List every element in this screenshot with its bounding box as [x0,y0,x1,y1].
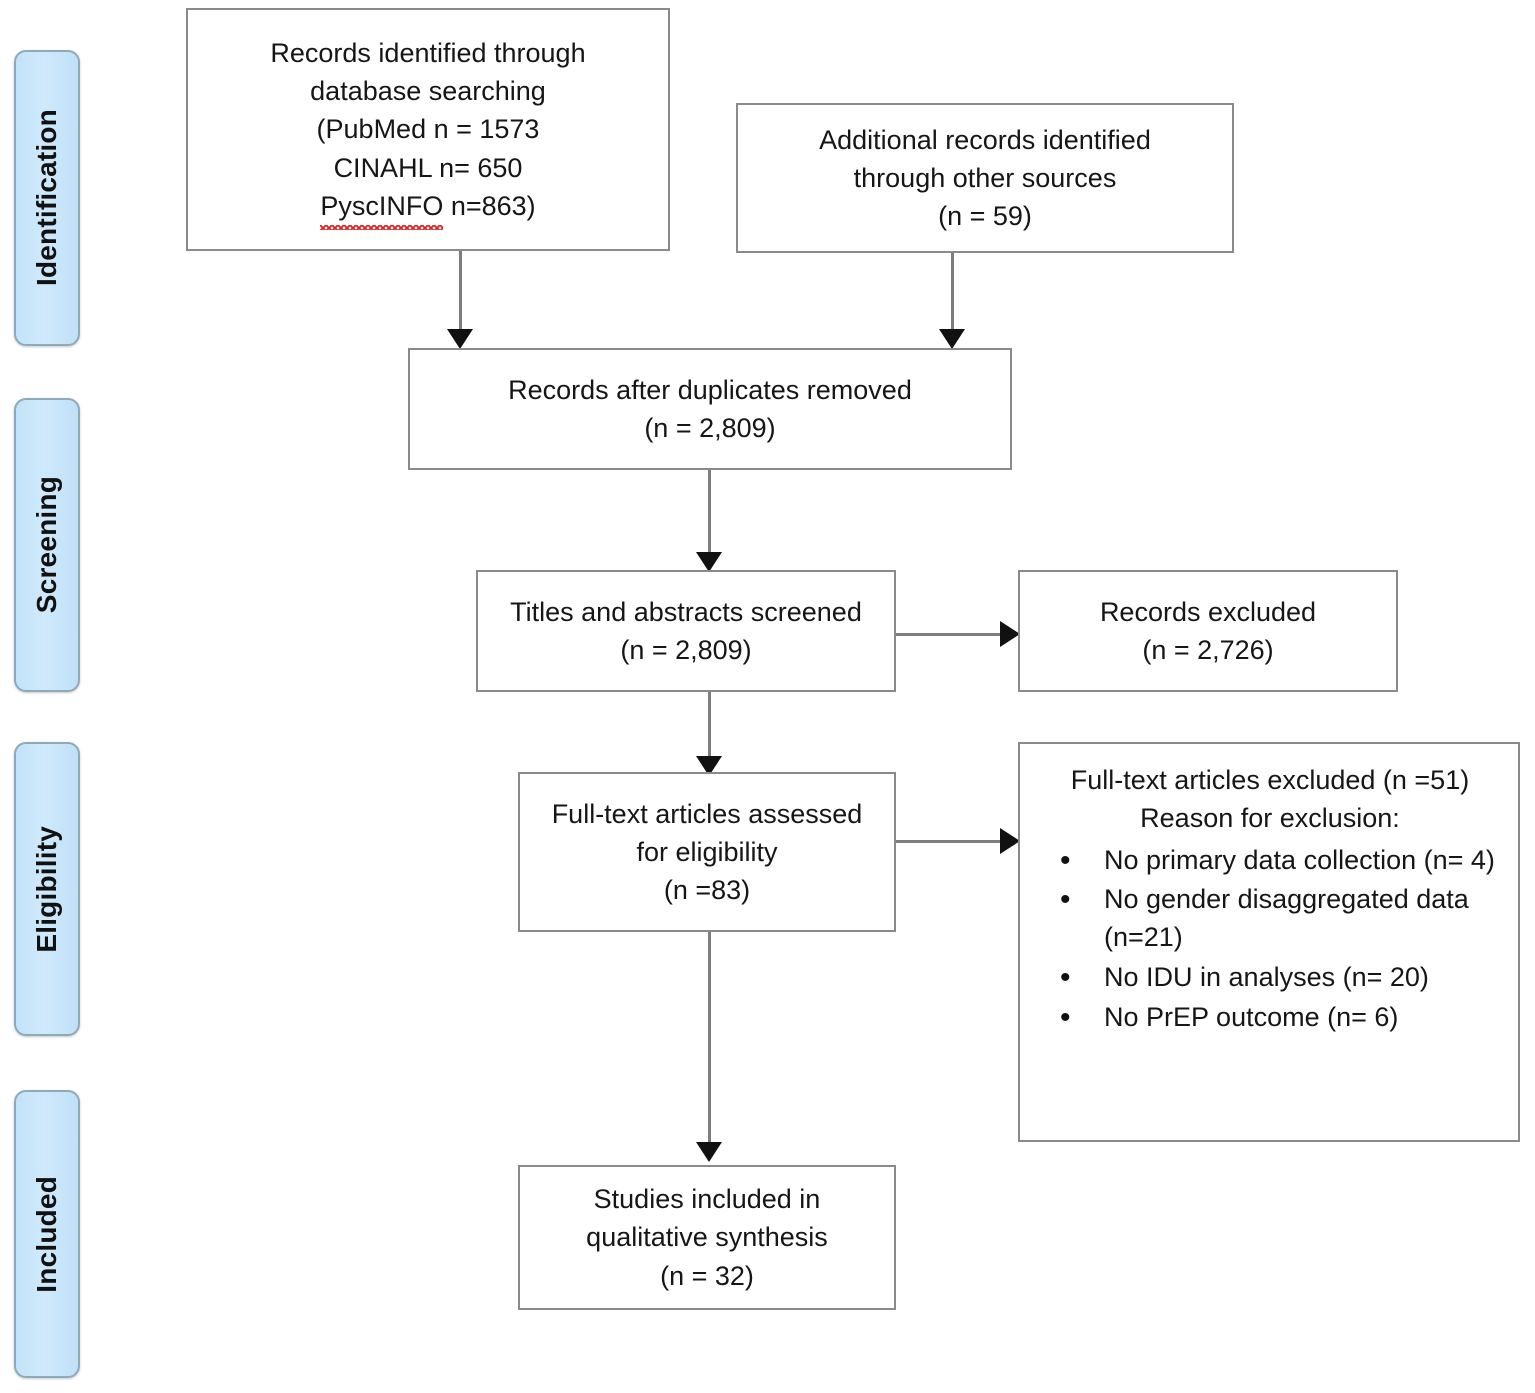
db-records-line-5-tail: n=863) [450,190,536,221]
arrowhead-additional-to-duplicates [939,329,965,349]
stage-pill-included: Included [14,1090,80,1378]
arrowhead-screened-to-fulltext [696,756,722,776]
stage-pill-eligibility: Eligibility [14,742,80,1036]
box-fulltext-excluded-reasons: Full-text articles excluded (n =51) Reas… [1018,742,1520,1142]
db-records-line-3: (PubMed n = 1573 [316,114,540,145]
connector-duplicates-to-screened [708,470,711,554]
stage-label-identification: Identification [31,109,62,287]
db-records-line-2: database searching [310,76,546,106]
records-excluded-line-2: (n = 2,726) [1142,635,1274,665]
stage-pill-screening: Screening [14,398,80,692]
additional-records-line-2: through other sources [853,162,1117,193]
box-records-excluded: Records excluded (n = 2,726) [1018,570,1398,692]
connector-fulltext-to-reasons [896,840,1002,843]
db-records-line-4: CINAHL n= 650 [333,152,523,183]
arrowhead-fulltext-to-reasons [1000,828,1020,854]
studies-included-line-3: (n = 32) [660,1260,754,1291]
stage-label-included: Included [31,1175,62,1293]
additional-records-line-1: Additional records identified [819,124,1151,155]
titles-screened-line-2: (n = 2,809) [620,635,752,665]
box-records-identified-database: Records identified through database sear… [186,8,670,251]
arrowhead-duplicates-to-screened [696,552,722,572]
stage-label-screening: Screening [31,476,62,614]
stage-pill-identification: Identification [14,50,80,346]
connector-screened-to-fulltext [708,692,711,758]
arrowhead-fulltext-to-included [696,1142,722,1162]
records-excluded-line-1: Records excluded [1099,596,1317,627]
fulltext-assessed-line-2: for eligibility [636,836,778,867]
list-item: No gender disaggregated data (n=21) [1052,879,1502,957]
connector-additional-to-duplicates [951,253,954,331]
exclusion-reason-list: No primary data collection (n= 4) No gen… [1038,840,1502,1039]
studies-included-line-2: qualitative synthesis [586,1222,828,1253]
box-duplicates-removed: Records after duplicates removed (n = 2,… [408,348,1012,470]
stage-label-eligibility: Eligibility [31,825,62,953]
list-item: No primary data collection (n= 4) [1052,840,1502,882]
studies-included-line-1: Studies included in [593,1184,821,1214]
duplicates-line-2: (n = 2,809) [644,413,776,443]
fulltext-excluded-heading: Full-text articles excluded (n =51) [1070,765,1470,795]
db-records-line-5: PyscINFO n=863) [270,187,585,231]
misspelled-word-pyscinfo: PyscINFO [320,187,444,231]
connector-db-to-duplicates [459,251,462,331]
list-item: No IDU in analyses (n= 20) [1052,957,1502,999]
connector-fulltext-to-included [708,932,711,1144]
box-titles-abstracts-screened: Titles and abstracts screened (n = 2,809… [476,570,896,692]
box-fulltext-assessed: Full-text articles assessed for eligibil… [518,772,896,932]
reason-for-exclusion-subheading: Reason for exclusion: [1140,802,1400,833]
duplicates-line-1: Records after duplicates removed [508,374,912,405]
box-studies-included: Studies included in qualitative synthesi… [518,1165,896,1310]
list-item: No PrEP outcome (n= 6) [1052,997,1502,1039]
fulltext-assessed-line-1: Full-text articles assessed [551,798,863,829]
additional-records-line-3: (n = 59) [938,201,1032,232]
fulltext-assessed-line-3: (n =83) [663,875,751,906]
arrowhead-screened-to-excluded [1000,621,1020,647]
box-additional-records: Additional records identified through ot… [736,103,1234,253]
arrowhead-db-to-duplicates [447,329,473,349]
titles-screened-line-1: Titles and abstracts screened [510,596,862,627]
db-records-line-1: Records identified through [270,37,586,68]
connector-screened-to-excluded [896,633,1002,636]
